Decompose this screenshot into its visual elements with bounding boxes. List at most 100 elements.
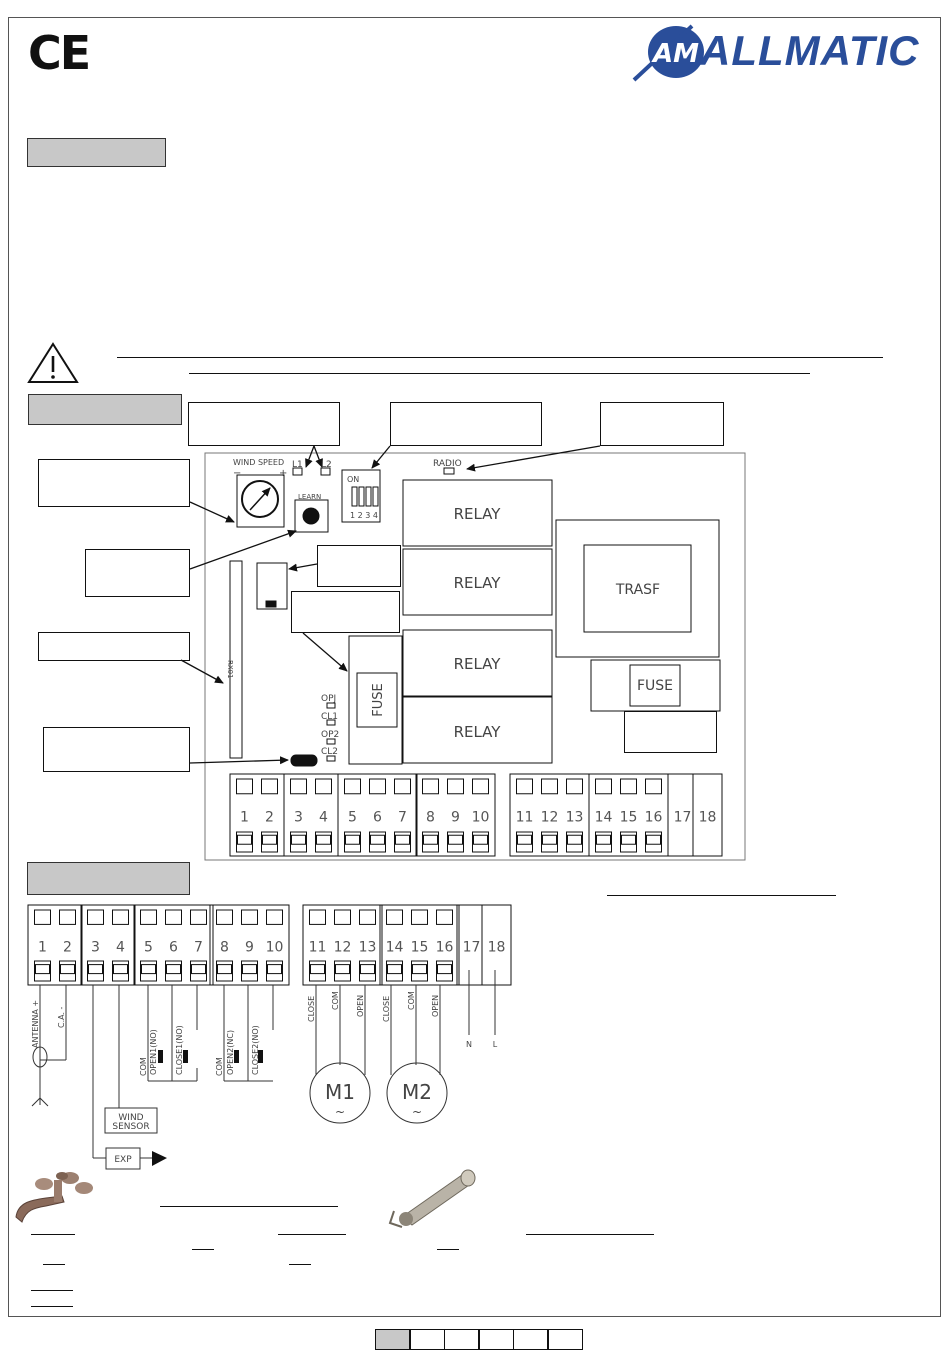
callout-jumper [317,545,401,587]
board-terminal-clamp [472,831,489,853]
motor-1-icon [309,1062,371,1124]
motor-2-label: M2 [402,1080,432,1104]
board-terminal-clamp [620,831,637,853]
wiring-terminal-slot [436,909,453,925]
field-line-4 [278,1234,346,1235]
terminal-number-6: 6 [169,940,178,956]
board-terminal-screw [316,834,331,845]
board-terminal-clamp [595,831,612,853]
wiring-terminal-slot [140,909,157,925]
ce-mark: CE [28,26,91,80]
terminal-number-15: 15 [411,940,429,956]
board-terminal-screw [473,834,488,845]
trasf-label: TRASF [615,582,660,598]
board-terminal-screw [370,834,385,845]
wiring-terminal-clamp [359,960,376,982]
motor-1-label: M1 [325,1080,355,1104]
wiring-terminal-screw [267,964,282,975]
board-terminal-clamp [315,831,332,853]
label-com-2: COM [215,1057,224,1076]
terminal-number-2: 2 [63,940,72,956]
terminal-number-1: 1 [38,940,47,956]
wiring-terminal-clamp [112,960,129,982]
wiring-terminal-screw [217,964,232,975]
wiring-terminal-slot [112,909,129,925]
terminal-number-17: 17 [463,940,481,956]
section-3-underline [607,895,836,896]
label-antenna: ANTENNA + [31,1000,40,1048]
field-line-5 [437,1249,459,1250]
wiring-terminal-clamp [241,960,258,982]
wiring-terminal-slot [34,909,51,925]
terminal-number-15: 15 [620,810,638,826]
motor-1-tilde: ~ [335,1105,345,1119]
wiring-terminal-block [379,904,460,986]
wiring-terminal-slot [190,909,207,925]
terminal-number-1: 1 [240,810,249,826]
status-led-label-4: CL2 [321,747,338,757]
wiring-terminal-clamp [411,960,428,982]
board-terminal-clamp [516,831,533,853]
field-line-10 [31,1306,73,1307]
wiring-terminal-slot [266,909,283,925]
board-terminal-screw [345,834,360,845]
wiring-terminal-block [209,904,290,986]
terminal-number-8: 8 [426,810,435,826]
page-indicator [374,1329,583,1350]
callout-dip [390,402,542,446]
terminal-number-5: 5 [348,810,357,826]
anemometer-illustration [15,1172,93,1223]
board-terminal-slot [344,778,361,795]
board-terminal-slot [290,778,307,795]
wiring-terminal-clamp [334,960,351,982]
wiring-terminal-clamp [216,960,233,982]
board-terminal-slot [394,778,411,795]
terminal-number-4: 4 [116,940,125,956]
warning-line-2 [189,373,810,374]
wiring-terminal-screw [310,964,325,975]
board-terminal-screw [596,834,611,845]
wiring-terminal-block [133,904,214,986]
relay-4-label: RELAY [454,723,502,741]
terminal-number-18: 18 [699,810,717,826]
board-terminal-clamp [344,831,361,853]
field-line-8 [289,1264,311,1265]
wiring-terminal-clamp [266,960,283,982]
board-terminal-slot [541,778,558,795]
page-cell-4[interactable] [478,1329,514,1350]
terminal-number-8: 8 [220,940,229,956]
page-cell-3[interactable] [443,1329,480,1350]
terminal-number-14: 14 [386,940,404,956]
wiring-terminal-slot [359,909,376,925]
wiring-terminal-screw [60,964,75,975]
board-terminal-block [667,773,723,857]
wiring-terminal-slot [386,909,403,925]
board-terminal-screw [567,834,582,845]
wiring-terminal-screw [35,964,50,975]
terminal-number-3: 3 [91,940,100,956]
board-terminal-slot [595,778,612,795]
pot-minus: − [233,468,241,479]
page-cell-5[interactable] [512,1329,549,1350]
board-terminal-screw [237,834,252,845]
page-cell-6[interactable] [547,1329,583,1350]
terminal-number-12: 12 [334,940,352,956]
label-close-m2: CLOSE [382,996,391,1022]
label-line: L [493,1040,498,1049]
terminal-number-7: 7 [194,940,203,956]
warning-line-1 [117,357,883,358]
board-terminal-clamp [566,831,583,853]
brand-name: ALLMATIC [700,27,920,74]
page-cell-2[interactable] [409,1329,445,1350]
board-terminal-clamp [236,831,253,853]
page-frame [8,17,941,1317]
terminal-number-12: 12 [541,810,559,826]
wind-sensor-box [104,1107,158,1134]
board-terminal-screw [262,834,277,845]
wiring-terminal-slot [334,909,351,925]
terminal-number-5: 5 [144,940,153,956]
page-cell-1[interactable] [374,1329,411,1350]
board-terminal-slot [472,778,489,795]
callout-connector [38,632,190,661]
